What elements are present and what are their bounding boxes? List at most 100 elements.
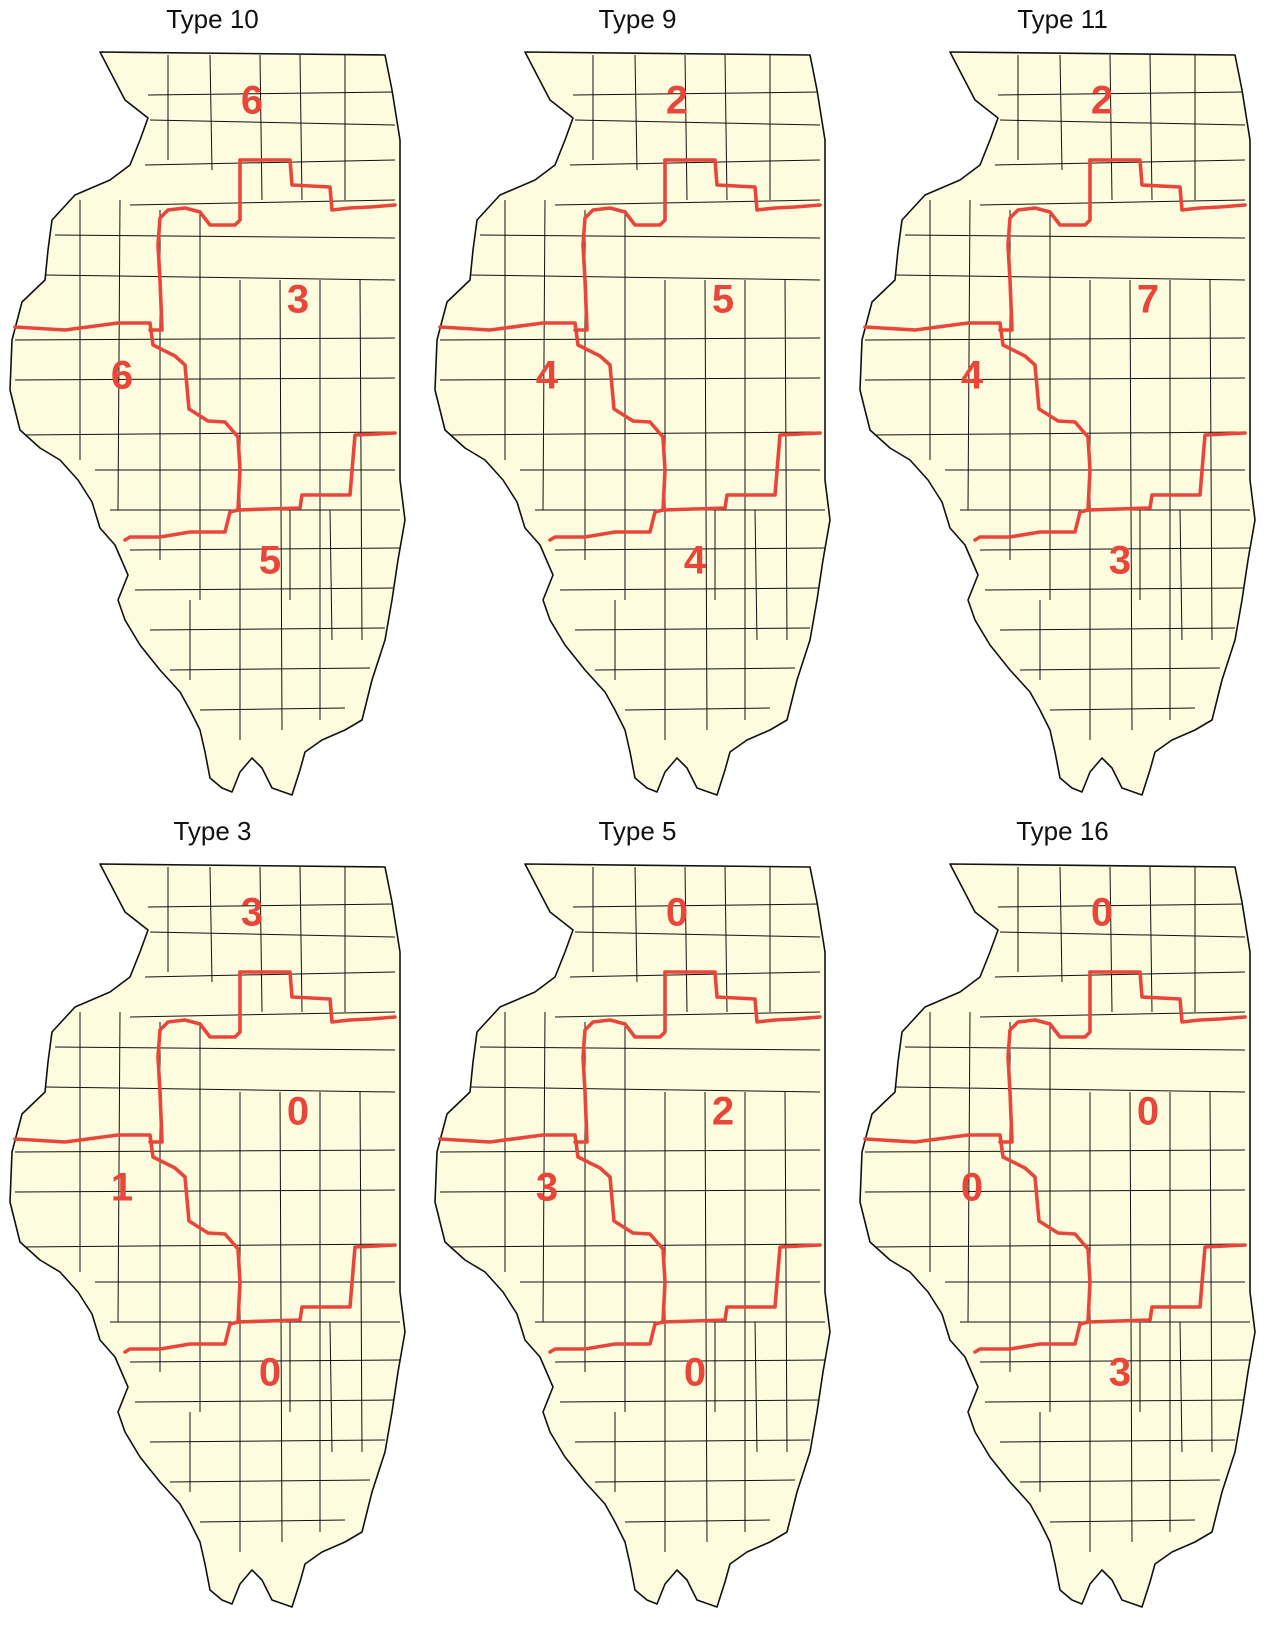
county-border xyxy=(479,234,821,239)
region-count-north: 0 xyxy=(666,891,688,935)
county-border xyxy=(724,54,728,201)
county-border xyxy=(259,54,263,201)
county-border xyxy=(1149,54,1153,201)
region-count-north: 2 xyxy=(666,79,688,123)
county-border xyxy=(1019,667,1221,671)
region-count-south: 4 xyxy=(684,539,707,583)
region-boundary xyxy=(573,158,667,332)
region-boundary xyxy=(663,970,822,1024)
region-count-south: 3 xyxy=(1109,539,1131,583)
county-border xyxy=(169,1479,371,1483)
region-count-south: 0 xyxy=(259,1351,281,1395)
region-boundaries xyxy=(863,158,1247,542)
county-border xyxy=(444,431,821,436)
county-border xyxy=(574,119,821,126)
county-border xyxy=(329,509,333,641)
county-border xyxy=(19,1243,396,1248)
county-border xyxy=(984,587,1246,591)
region-boundary xyxy=(661,1243,822,1324)
state-outline xyxy=(859,51,1256,796)
county-border xyxy=(574,931,821,938)
state-outline xyxy=(434,51,831,796)
county-border xyxy=(147,91,396,96)
county-border xyxy=(359,1091,363,1453)
county-border xyxy=(574,1439,811,1443)
region-boundary xyxy=(236,431,397,512)
county-border xyxy=(754,509,758,641)
county-border xyxy=(999,627,1236,631)
county-border xyxy=(572,903,821,908)
county-border xyxy=(1059,54,1063,171)
county-border xyxy=(967,199,971,511)
panel-title: Type 11 xyxy=(1017,4,1108,34)
county-border xyxy=(999,119,1246,126)
county-border xyxy=(704,1091,708,1543)
county-border xyxy=(129,547,401,551)
county-border xyxy=(199,1519,346,1523)
county-border xyxy=(979,199,1246,206)
county-border xyxy=(149,627,386,631)
region-boundaries xyxy=(438,970,822,1354)
county-border xyxy=(129,1011,396,1018)
county-border xyxy=(869,431,1246,436)
county-border xyxy=(1129,1091,1133,1543)
region-boundary xyxy=(998,970,1092,1144)
county-border xyxy=(684,54,688,201)
county-border xyxy=(117,1011,121,1323)
region-count-central: 0 xyxy=(287,1090,309,1134)
region-boundary xyxy=(1088,158,1247,212)
county-border xyxy=(997,903,1246,908)
county-border xyxy=(1109,866,1113,1013)
region-count-north: 6 xyxy=(241,79,263,123)
county-border xyxy=(1019,1479,1221,1483)
county-border xyxy=(784,279,788,641)
county-border xyxy=(554,199,821,206)
county-border xyxy=(44,274,396,281)
county-border xyxy=(149,119,396,126)
county-border xyxy=(299,54,303,201)
region-count-south: 0 xyxy=(684,1351,706,1395)
region-count-central: 3 xyxy=(287,278,309,322)
county-border xyxy=(594,1479,796,1483)
county-border xyxy=(1209,1091,1213,1453)
county-border xyxy=(199,707,346,711)
county-border xyxy=(994,159,1246,166)
county-border xyxy=(624,1519,771,1523)
region-boundaries xyxy=(13,970,397,1354)
region-count-south: 5 xyxy=(259,539,281,583)
panel-title: Type 5 xyxy=(598,816,677,846)
county-lines xyxy=(14,866,401,1552)
county-border xyxy=(569,971,821,978)
illinois-map: 0 2 3 0 xyxy=(434,863,831,1608)
county-border xyxy=(569,159,821,166)
county-border xyxy=(864,337,1246,341)
county-border xyxy=(329,1321,333,1453)
region-count-central: 2 xyxy=(712,1090,734,1134)
county-border xyxy=(634,866,638,983)
county-border xyxy=(147,903,396,908)
county-border xyxy=(469,274,821,281)
region-boundary xyxy=(13,1133,242,1354)
county-lines xyxy=(439,866,826,1552)
county-border xyxy=(209,54,213,171)
county-border xyxy=(299,866,303,1013)
county-border xyxy=(259,866,263,1013)
county-border xyxy=(894,1086,1246,1093)
region-count-west: 3 xyxy=(536,1166,558,1210)
county-border xyxy=(559,1399,821,1403)
panel-title: Type 16 xyxy=(1016,816,1109,846)
county-border xyxy=(784,1091,788,1453)
county-border xyxy=(1149,866,1153,1013)
region-count-central: 0 xyxy=(1137,1090,1159,1134)
county-border xyxy=(572,91,821,96)
county-border xyxy=(554,1359,826,1363)
region-boundary xyxy=(1088,970,1247,1024)
county-border xyxy=(14,377,396,381)
region-boundary xyxy=(573,970,667,1144)
